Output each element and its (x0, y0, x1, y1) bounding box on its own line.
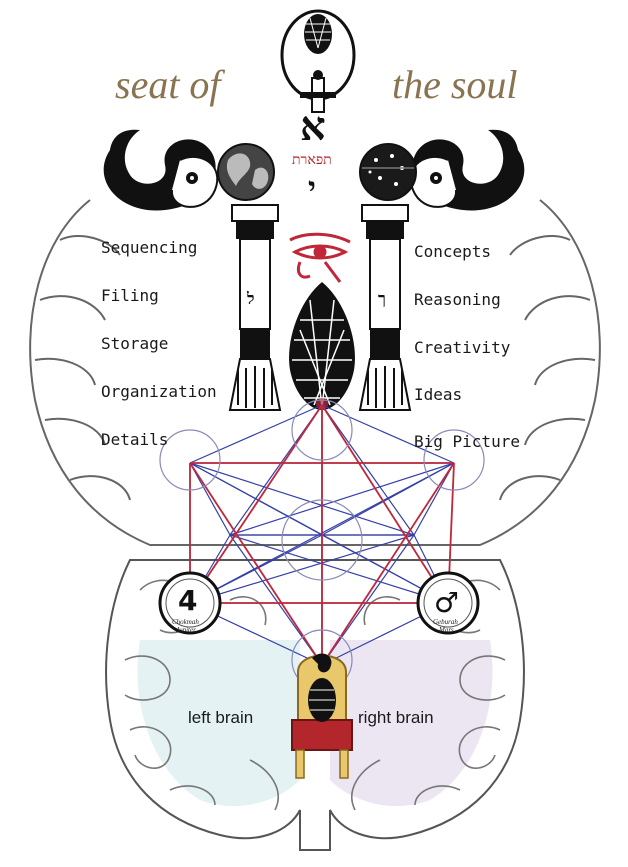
left-label: Filing (101, 286, 159, 305)
throne-icon (291, 653, 353, 779)
left-label: Storage (101, 334, 168, 353)
left-pillar-icon (228, 204, 282, 411)
geometry-line-blue (229, 534, 449, 604)
top-pinecone-icon (304, 14, 332, 54)
hebrew-tiferet: תפארת (292, 152, 332, 168)
geometry-line-red (321, 404, 449, 604)
right-brain-label: right brain (358, 708, 434, 727)
left-label-list: Sequencing Filing Storage Organization D… (101, 238, 217, 449)
left-label: Sequencing (101, 238, 197, 257)
right-hemisphere-tint (330, 640, 493, 807)
left-pillar-glyph: ל (246, 289, 254, 308)
cerebrum-outline (29, 199, 601, 546)
title-left: seat of (115, 62, 225, 107)
left-label: Organization (101, 382, 217, 401)
jupiter-symbol-icon: 4 (178, 584, 197, 617)
eye-of-horus-icon (289, 232, 351, 283)
right-pillar-glyph: ך (378, 289, 386, 308)
yin-yang-icon-left (103, 129, 219, 211)
jupiter-caption-1: Chokmah (172, 618, 199, 626)
mars-medallion (416, 571, 480, 635)
star-globe-icon (359, 143, 417, 201)
geometry-line-blue (189, 462, 231, 536)
geometry-line-blue (321, 404, 455, 464)
right-pillar-icon (358, 204, 412, 411)
hebrew-aleph: א (300, 103, 326, 150)
geometry-line-blue (229, 462, 455, 536)
geometry-line-red (321, 462, 455, 666)
mars-caption-2: Mars (438, 626, 454, 634)
globe-icon (217, 143, 275, 201)
title-right: the soul (392, 62, 518, 107)
geometry-line-blue (229, 534, 323, 666)
geometry-line-blue (189, 534, 415, 604)
mars-symbol-icon: ♂ (434, 586, 459, 619)
hebrew-yod: י (308, 171, 316, 206)
geometry-line-blue (321, 404, 415, 536)
jupiter-caption-2: Jupiter (176, 626, 196, 634)
geometry-line-red (189, 462, 323, 666)
geometry-line-blue (321, 534, 415, 666)
right-label: Reasoning (414, 290, 501, 309)
right-label: Big Picture (414, 432, 520, 451)
left-label: Details (101, 430, 168, 449)
left-brain-label: left brain (188, 708, 253, 727)
right-label-list: Concepts Reasoning Creativity Ideas Big … (414, 242, 520, 451)
geometry-line-blue (189, 404, 323, 464)
yin-yang-icon-right (409, 129, 525, 211)
geometry-line-red (189, 404, 323, 604)
geometry-line-blue (413, 462, 455, 536)
right-label: Ideas (414, 385, 462, 404)
right-label: Concepts (414, 242, 491, 261)
ankh-figure-icon (280, 9, 356, 113)
geometry-line-blue (189, 462, 415, 536)
mars-caption-1: Geburah (433, 618, 458, 626)
jupiter-medallion (158, 571, 222, 635)
right-label: Creativity (414, 338, 511, 357)
left-hemisphere-tint (137, 640, 300, 807)
central-pinecone-icon (289, 282, 355, 410)
